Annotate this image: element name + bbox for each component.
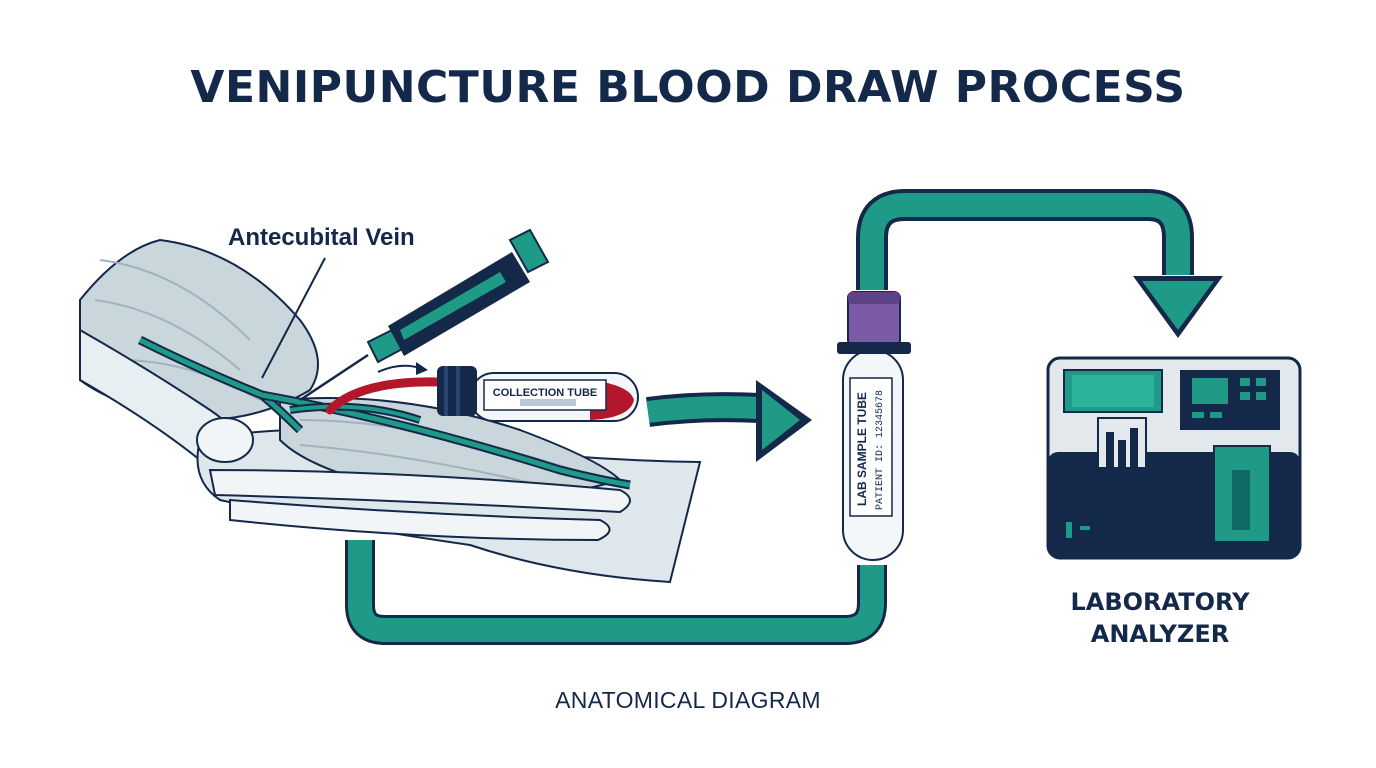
blood-tubing [325, 377, 445, 415]
lab-sample-tube: LAB SAMPLE TUBE PATIENT ID: 12345678 [837, 291, 911, 561]
analyzer-label-line1: LABORATORY [1070, 588, 1250, 616]
top-arc-arrow [856, 189, 1223, 338]
collection-tube: COLLECTION TUBE [437, 366, 639, 422]
analyzer-label-line2: ANALYZER [1090, 620, 1230, 648]
flow-indicator [377, 364, 421, 373]
collection-tube-label: COLLECTION TUBE [493, 387, 598, 399]
arm-illustration [79, 238, 702, 584]
analyzer-label: LABORATORY ANALYZER [1060, 586, 1260, 650]
return-loop-arrow [345, 540, 887, 645]
antecubital-vein-label: Antecubital Vein [228, 224, 415, 251]
lab-tube-label: LAB SAMPLE TUBE [855, 392, 869, 506]
vein-pointer-line [261, 257, 326, 379]
lab-tube-patient-id: PATIENT ID: 12345678 [875, 390, 886, 510]
middle-arrow [646, 380, 812, 462]
laboratory-analyzer [1046, 356, 1302, 560]
diagram-title: VENIPUNCTURE BLOOD DRAW PROCESS [190, 62, 1186, 113]
syringe-illustration [299, 228, 550, 402]
diagram-caption: ANATOMICAL DIAGRAM [555, 687, 821, 713]
